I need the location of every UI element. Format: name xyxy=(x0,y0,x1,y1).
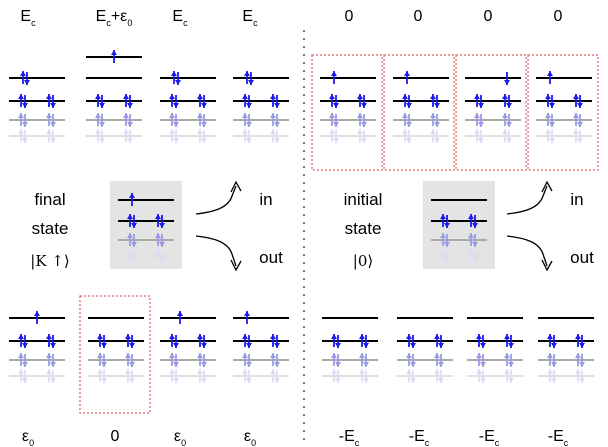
final-state-line1: final xyxy=(34,190,65,209)
bottom-panel-4 xyxy=(233,311,289,383)
in-label-right: in xyxy=(570,190,583,209)
bottom-label-5: -Ec xyxy=(339,428,360,447)
initial-state-line1: initial xyxy=(344,190,383,209)
top-panel-3 xyxy=(160,71,216,143)
top-panel-6 xyxy=(393,71,449,143)
final-state-box xyxy=(110,181,182,269)
highlight-box-1 xyxy=(311,54,383,171)
bottom-panel-2 xyxy=(88,317,144,383)
highlight-box-2 xyxy=(383,54,455,171)
bottom-label-7: -Ec xyxy=(479,428,500,447)
in-arrow-right xyxy=(506,185,548,215)
top-panel-5 xyxy=(320,71,376,143)
highlight-box-4 xyxy=(527,54,599,171)
bottom-panel-1 xyxy=(9,311,65,383)
bottom-panel-6 xyxy=(397,317,453,383)
initial-state-line2: state xyxy=(345,219,382,238)
top-label-3: Ec xyxy=(172,8,188,28)
final-state-ket: |K ↑⟩ xyxy=(30,252,69,270)
out-arrow-left xyxy=(195,235,237,267)
top-panel-2 xyxy=(86,50,142,143)
bottom-label-6: -Ec xyxy=(409,428,430,447)
bottom-label-2: 0 xyxy=(111,428,120,445)
bottom-panel-7 xyxy=(467,317,523,383)
bottom-label-8: -Ec xyxy=(548,428,569,447)
top-label-5: 0 xyxy=(345,8,354,25)
top-panel-1 xyxy=(9,71,65,143)
bottom-label-3: ε0 xyxy=(174,428,186,447)
out-arrowhead-left xyxy=(230,259,242,272)
bottom-energy-labels: ε0 0 ε0 ε0 -Ec -Ec -Ec -Ec xyxy=(22,428,569,447)
out-label-right: out xyxy=(570,248,594,267)
bottom-panel-8 xyxy=(538,317,594,383)
top-label-8: 0 xyxy=(554,8,563,25)
bottom-panel-5 xyxy=(322,317,378,383)
top-label-2: Ec+ε0 xyxy=(96,8,133,28)
initial-state-ket: |0⟩ xyxy=(353,252,373,270)
top-energy-labels: Ec Ec+ε0 Ec Ec 0 0 0 0 xyxy=(20,8,562,28)
in-arrow-left xyxy=(195,185,237,215)
bottom-label-4: ε0 xyxy=(244,428,256,447)
initial-state-box xyxy=(423,181,495,269)
top-label-1: Ec xyxy=(20,8,36,28)
out-label-left: out xyxy=(259,248,283,267)
highlight-box-3 xyxy=(455,54,527,171)
top-panel-7 xyxy=(465,72,521,143)
final-center-panel xyxy=(118,193,174,263)
top-label-6: 0 xyxy=(414,8,423,25)
bottom-panel-3 xyxy=(160,311,216,383)
in-arrowhead-left xyxy=(230,180,242,193)
top-panel-4 xyxy=(233,71,289,143)
highlight-box-5 xyxy=(79,295,151,414)
final-state-line2: state xyxy=(32,219,69,238)
out-arrow-right xyxy=(506,235,548,267)
top-panel-8 xyxy=(536,71,592,143)
bottom-label-1: ε0 xyxy=(22,428,34,447)
out-arrowhead-right xyxy=(541,259,553,272)
center-level-panels xyxy=(118,193,487,263)
top-label-7: 0 xyxy=(484,8,493,25)
level-panels xyxy=(9,50,599,414)
top-label-4: Ec xyxy=(242,8,258,28)
in-arrowhead-right xyxy=(541,180,553,193)
initial-center-panel xyxy=(431,199,487,263)
in-label-left: in xyxy=(259,190,272,209)
